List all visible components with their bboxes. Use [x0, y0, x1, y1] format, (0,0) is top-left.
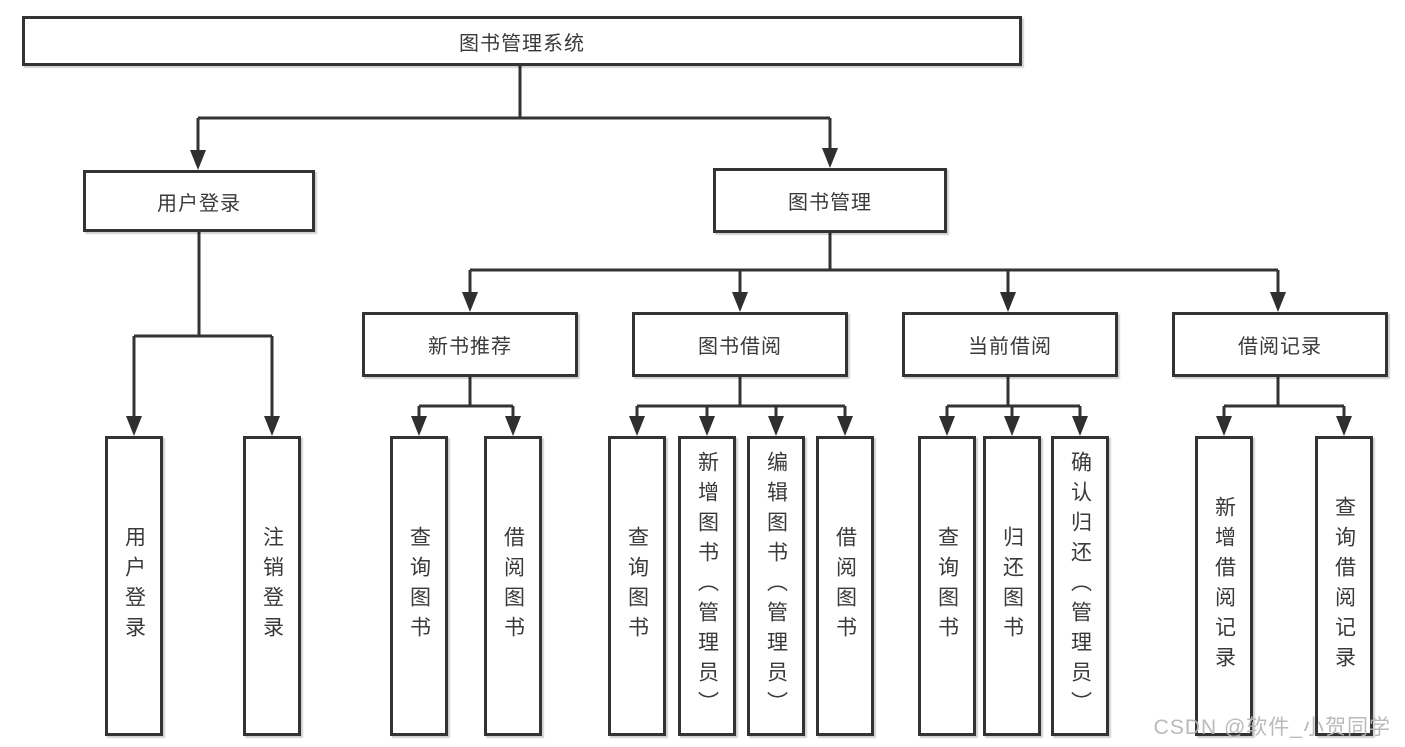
- node-label: 注销登录: [260, 526, 284, 646]
- leaf-nbr-borrow-books: 借阅图书: [484, 436, 542, 736]
- node-library-system: 图书管理系统: [22, 16, 1022, 66]
- node-label: 用户登录: [122, 526, 146, 646]
- leaf-cb-query-books: 查询图书: [918, 436, 976, 736]
- node-label: 确认归还（管理员）: [1068, 451, 1092, 721]
- watermark: CSDN @软件_小贺同学: [1153, 716, 1391, 739]
- node-current-borrowing: 当前借阅: [902, 312, 1118, 377]
- node-label: 新书推荐: [428, 336, 512, 358]
- node-label: 新增图书（管理员）: [695, 451, 719, 721]
- node-label: 归还图书: [1000, 526, 1024, 646]
- node-borrowing-records: 借阅记录: [1172, 312, 1388, 377]
- leaf-user-login: 用户登录: [105, 436, 163, 736]
- node-label: 查询图书: [407, 526, 431, 646]
- node-label: 编辑图书（管理员）: [764, 451, 788, 721]
- leaf-bb-query-books: 查询图书: [608, 436, 666, 736]
- node-label: 查询图书: [625, 526, 649, 646]
- node-user-login: 用户登录: [83, 170, 315, 232]
- node-book-borrowing: 图书借阅: [632, 312, 848, 377]
- node-label: 图书管理系统: [459, 32, 585, 55]
- leaf-br-add-record: 新增借阅记录: [1195, 436, 1253, 736]
- leaf-br-query-record: 查询借阅记录: [1315, 436, 1373, 736]
- node-label: 查询图书: [935, 526, 959, 646]
- node-label: 图书管理: [788, 192, 872, 214]
- node-label: 用户登录: [157, 192, 241, 215]
- leaf-nbr-query-books: 查询图书: [390, 436, 448, 736]
- node-label: 当前借阅: [968, 336, 1052, 358]
- leaf-cb-confirm-return-admin: 确认归还（管理员）: [1051, 436, 1109, 736]
- node-label: 借阅图书: [833, 526, 857, 646]
- node-label: 图书借阅: [698, 336, 782, 358]
- node-label: 借阅图书: [501, 526, 525, 646]
- leaf-bb-borrow-books: 借阅图书: [816, 436, 874, 736]
- node-book-management: 图书管理: [713, 168, 947, 233]
- leaf-cb-return-books: 归还图书: [983, 436, 1041, 736]
- node-new-book-recommendation: 新书推荐: [362, 312, 578, 377]
- leaf-bb-edit-books-admin: 编辑图书（管理员）: [747, 436, 805, 736]
- node-label: 查询借阅记录: [1332, 496, 1356, 676]
- leaf-logout: 注销登录: [243, 436, 301, 736]
- node-label: 借阅记录: [1238, 336, 1322, 358]
- node-label: 新增借阅记录: [1212, 496, 1236, 676]
- leaf-bb-add-books-admin: 新增图书（管理员）: [678, 436, 736, 736]
